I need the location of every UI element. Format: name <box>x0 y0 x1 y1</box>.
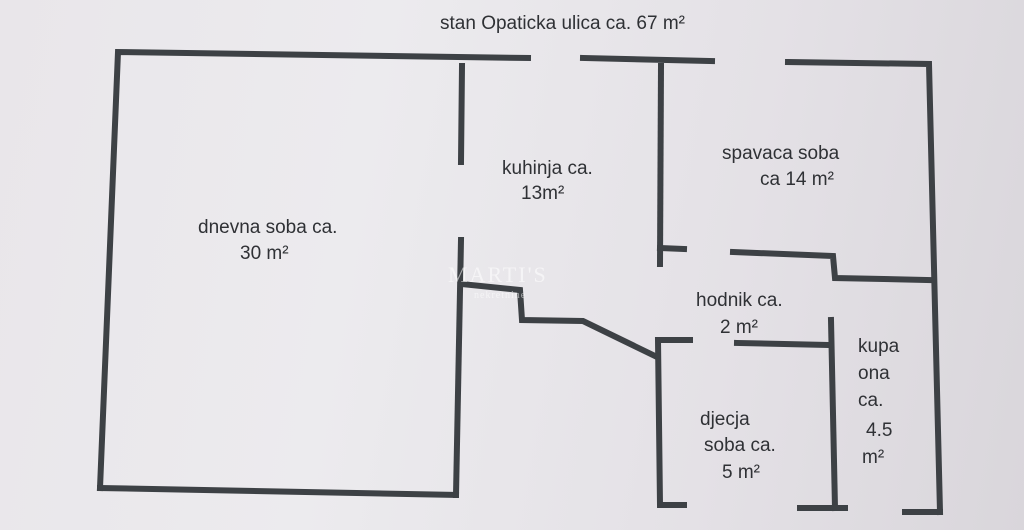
plan-title: stan Opaticka ulica ca. 67 m² <box>440 13 685 34</box>
wall-top-middle <box>579 54 716 65</box>
room-label-djecja-1: djecja <box>700 409 750 430</box>
wall-childroom-inner <box>733 339 835 349</box>
watermark-sub: nekretnine <box>474 290 527 301</box>
room-label-dnevna-1: dnevna soba ca. <box>198 217 338 238</box>
wall-childroom-top <box>654 337 693 508</box>
room-label-djecja-2: soba ca. <box>704 435 776 456</box>
wall-living-kitchen-upper <box>457 62 466 166</box>
room-label-kupaona-5: m² <box>862 447 885 468</box>
room-label-kupaona-3: ca. <box>858 390 884 411</box>
room-label-hodnik-1: hodnik ca. <box>696 290 783 311</box>
wall-bedroom-stub <box>656 244 688 253</box>
wall-top-left <box>96 48 532 492</box>
room-label-kupaona-2: ona <box>858 363 890 384</box>
room-label-dnevna-2: 30 m² <box>240 243 289 264</box>
wall-bedroom-bottom <box>729 248 933 284</box>
room-label-kuhinja-1: kuhinja ca. <box>502 158 593 179</box>
room-label-kupaona-1: kupa <box>858 336 900 357</box>
wall-bottom-left <box>96 484 460 499</box>
watermark-brand: MARTI'S <box>448 262 548 287</box>
room-label-spavaca-1: spavaca soba <box>722 143 840 164</box>
room-label-djecja-3: 5 m² <box>722 462 760 483</box>
room-label-kupaona-4: 4.5 <box>866 420 893 441</box>
room-label-spavaca-2: ca 14 m² <box>760 169 834 190</box>
wall-kitchen-lower <box>457 280 660 361</box>
wall-bathroom-partition <box>827 316 839 512</box>
room-label-kuhinja-2: 13m² <box>521 183 565 204</box>
room-label-hodnik-2: 2 m² <box>720 317 758 338</box>
wall-top-right <box>784 58 944 516</box>
wall-kitchen-bedroom <box>656 62 665 268</box>
